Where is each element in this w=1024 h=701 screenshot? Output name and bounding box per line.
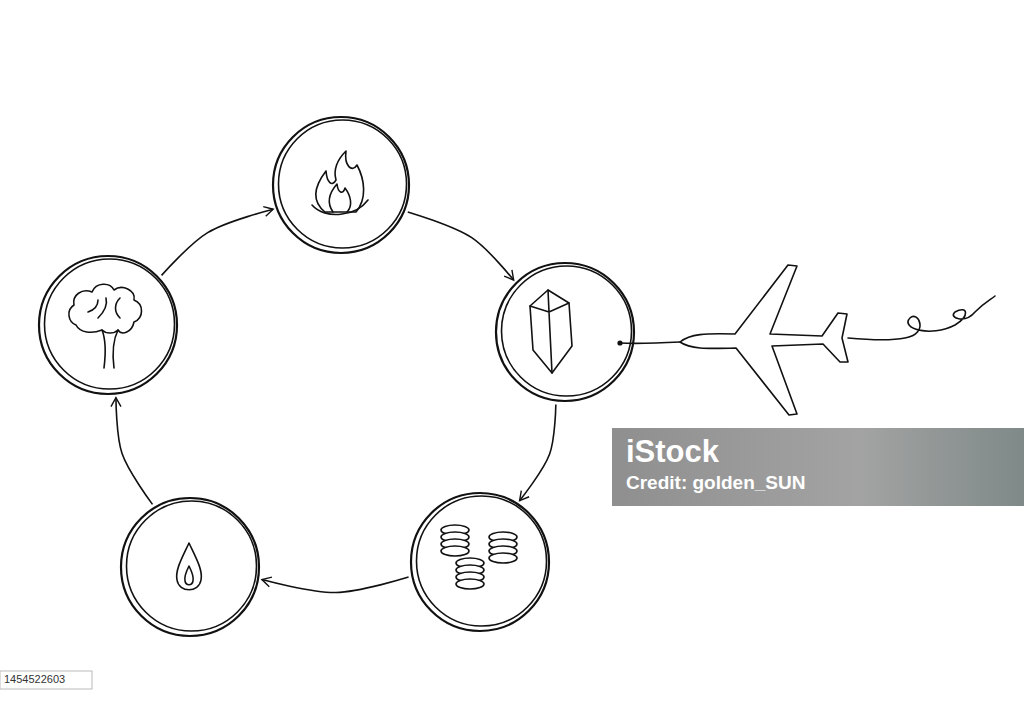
water-circle <box>119 496 261 638</box>
watermark-credit: Credit: golden_SUN <box>626 472 805 494</box>
circle-outline <box>271 115 411 255</box>
tree-circle <box>37 254 179 396</box>
fire-circle <box>271 115 411 255</box>
circle-outline <box>494 261 636 403</box>
crystal-icon <box>530 290 572 373</box>
cycle-arrow <box>520 404 556 500</box>
watermark-panel <box>612 428 1024 506</box>
cycle-arrow <box>408 212 514 280</box>
circle-outline <box>119 496 261 638</box>
fire-icon <box>312 151 368 215</box>
cycle-arrow <box>162 209 274 275</box>
water-drop-icon <box>177 543 202 590</box>
cycle-arrow <box>116 398 153 505</box>
crystal-circle <box>494 261 636 403</box>
airplane-drawing <box>618 265 995 415</box>
id-box <box>0 671 92 689</box>
circle-outline <box>37 254 179 396</box>
cycle-arrow <box>262 577 409 592</box>
tree-icon <box>69 284 142 368</box>
watermark-brand: iStock <box>626 434 719 470</box>
circle-outline <box>409 491 551 633</box>
coins-circle <box>409 491 551 633</box>
coins-icon <box>441 525 517 589</box>
image-id: 1454522603 <box>4 673 65 685</box>
